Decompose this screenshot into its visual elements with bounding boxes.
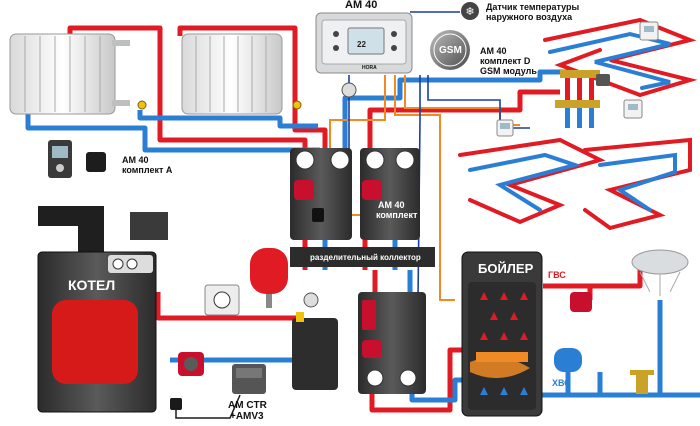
radiator-right — [181, 33, 302, 115]
collector-bar — [290, 247, 435, 267]
pump-module-upper — [290, 148, 420, 240]
room-thermostats — [496, 21, 659, 137]
outdoor-sensor-label-1: Датчик температуры — [486, 2, 580, 12]
controller-brand: HORA — [362, 65, 377, 71]
faucet-icon — [630, 370, 654, 394]
outdoor-sensor-label-2: наружного воздуха — [486, 12, 573, 22]
kit-a-label-2: комплект A — [122, 165, 173, 175]
outdoor-sensor-icon: ❄ — [461, 2, 479, 20]
kit-a-label-1: AM 40 — [122, 155, 149, 165]
return-pipes — [25, 69, 700, 403]
boiler-unit — [37, 206, 168, 413]
kit-d-label-3: GSM модуль — [480, 66, 537, 76]
controller-title: AM 40 — [345, 0, 378, 11]
kit-b-label-2: комплект B — [376, 210, 427, 220]
pump-module-lower — [358, 292, 426, 394]
am40-controller — [315, 12, 413, 98]
svg-text:❄: ❄ — [465, 5, 474, 18]
gsm-label: GSM — [439, 45, 462, 56]
ctr-label-2: +AMV3 — [230, 411, 264, 422]
expansion-tank — [250, 248, 288, 308]
kit-d-label-1: AM 40 — [480, 46, 507, 56]
hot-water-tank — [461, 251, 543, 417]
collector-label: разделительный коллектор — [310, 253, 421, 262]
tank-label: БОЙЛЕР — [478, 261, 534, 276]
shower-head — [631, 249, 689, 296]
kit-a-thermostat — [48, 140, 106, 178]
radiator-left — [9, 33, 147, 115]
supply-pipes — [67, 25, 643, 413]
controller-display-value: 22 — [357, 40, 366, 49]
hydraulic-separator — [292, 292, 338, 390]
kit-b-label-1: AM 40 — [378, 200, 405, 210]
gsm-module-icon — [430, 30, 470, 70]
hot-water-label: ГВС — [548, 270, 566, 280]
boiler-label: КОТЕЛ — [68, 277, 116, 293]
room-controller — [204, 284, 240, 316]
boiler-pump — [178, 352, 204, 376]
kit-d-label-2: комплект D — [480, 56, 531, 66]
ctr-actuator — [232, 364, 266, 394]
ctr-label-1: AM CTR — [228, 400, 267, 411]
recirculation-pump — [570, 292, 592, 312]
power-adapter — [170, 394, 241, 419]
cold-water-label: ХВС — [552, 378, 571, 388]
floor-manifold — [555, 70, 610, 128]
cold-water-vessel — [554, 348, 582, 372]
